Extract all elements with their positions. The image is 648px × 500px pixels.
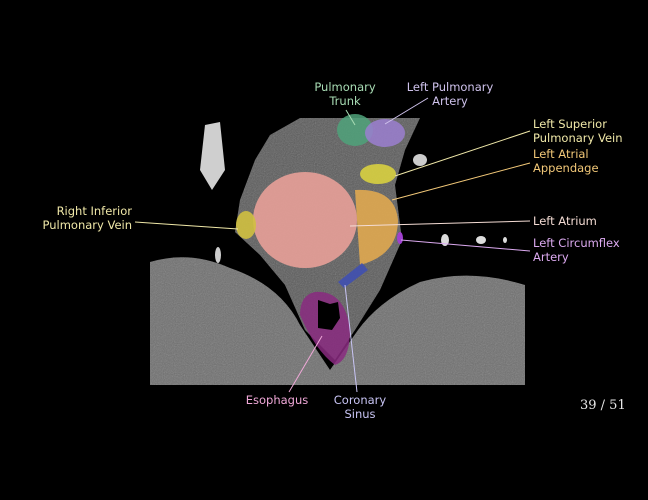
segmentation-overlays [236,114,405,365]
label-line: Left Superior [533,117,607,131]
pulmonary-trunk-region [337,114,373,146]
label-line: Sinus [344,407,376,421]
label-line: Artery [533,250,569,264]
label-pulmonary-trunk: Pulmonary Trunk [310,80,380,108]
label-line: Trunk [329,94,361,108]
left-circumflex-artery-region [397,232,403,244]
label-left-circumflex-artery: Left Circumflex Artery [533,236,620,264]
label-line: Left Pulmonary [406,80,494,94]
label-left-atrium: Left Atrium [533,214,597,228]
left-superior-pulmonary-vein-region [360,164,396,184]
left-atrial-appendage-region [355,189,398,265]
label-line: Appendage [533,161,599,175]
label-line: Right Inferior [56,204,132,218]
right-inferior-pulmonary-vein-region [236,211,256,239]
label-line: Coronary [333,393,387,407]
leader-lines [134,97,531,393]
label-line: Pulmonary [314,80,376,94]
label-left-superior-pulmonary-vein: Left Superior Pulmonary Vein [533,117,623,145]
label-line: Pulmonary Vein [533,131,623,145]
left-atrium-region [253,172,357,268]
label-line: Left Circumflex [533,236,620,250]
label-line: Artery [432,94,468,108]
coronary-sinus-region [338,263,368,288]
label-line: Pulmonary Vein [42,218,132,232]
label-right-inferior-pulmonary-vein: Right Inferior Pulmonary Vein [20,204,132,232]
label-line: Left Atrium [533,214,597,228]
label-left-atrial-appendage: Left Atrial Appendage [533,147,599,175]
label-esophagus: Esophagus [237,393,317,407]
label-line: Left Atrial [533,147,589,161]
left-pulmonary-artery-region [365,119,405,147]
label-line: Esophagus [245,393,309,407]
page-indicator: 39 / 51 [580,398,626,413]
label-left-pulmonary-artery: Left Pulmonary Artery [400,80,500,108]
label-coronary-sinus: Coronary Sinus [325,393,395,421]
